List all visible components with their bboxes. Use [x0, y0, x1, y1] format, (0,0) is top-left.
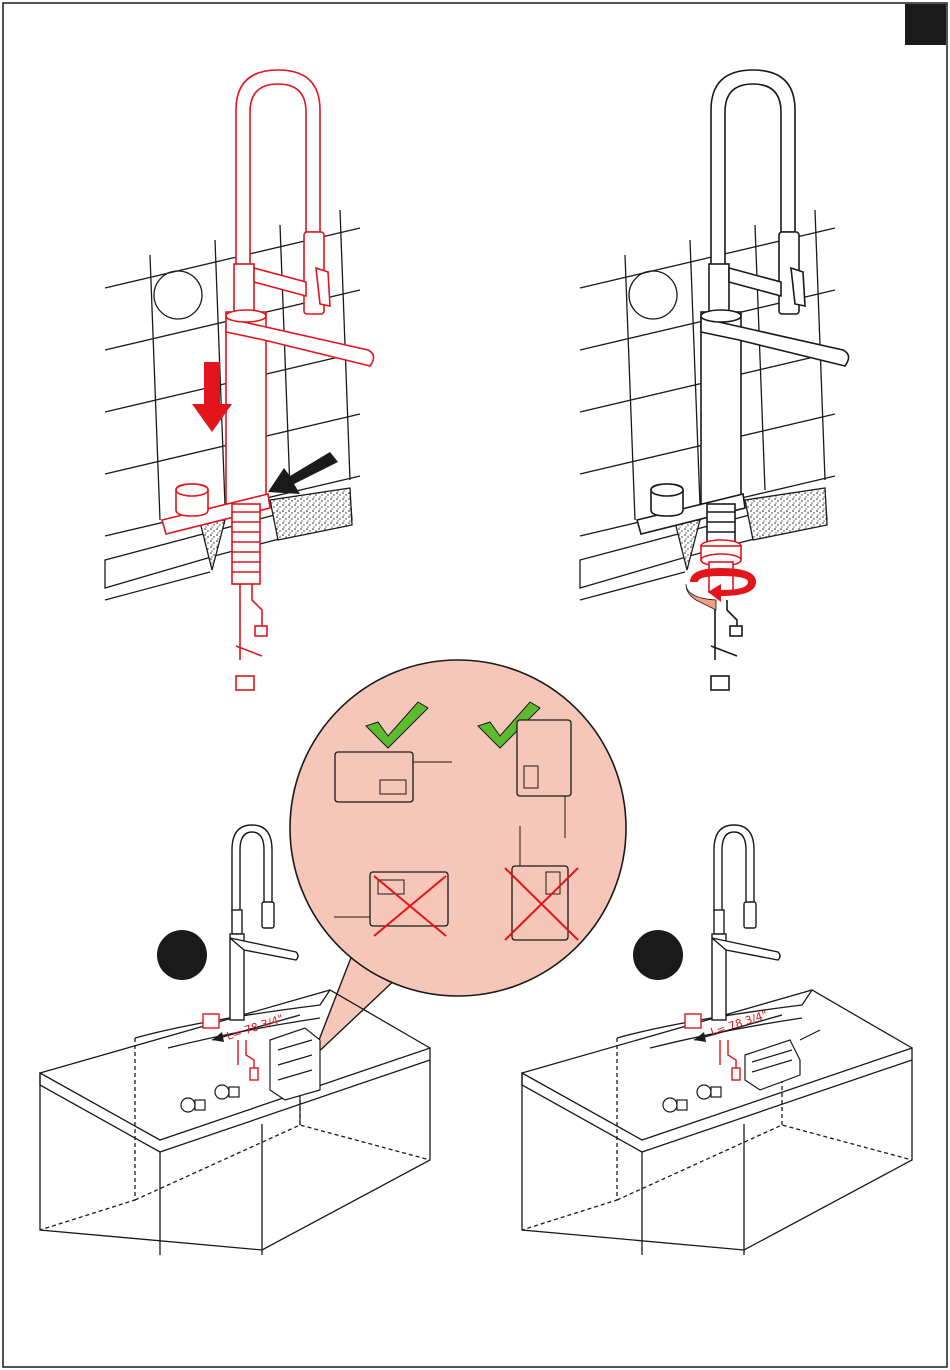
shutoff-valves [663, 1085, 721, 1112]
wall-outlet [154, 271, 202, 319]
control-box [517, 720, 571, 796]
panel-step-insert-faucet [105, 70, 374, 690]
faucet-highlighted [162, 70, 374, 690]
shutoff-valves [181, 1085, 239, 1112]
control-box-installed [745, 1030, 820, 1090]
callout-circle [290, 660, 626, 996]
orientation-callout [290, 660, 626, 1058]
wall-outlet [629, 271, 677, 319]
faucet [637, 70, 849, 690]
insert-arrow-icon [268, 452, 338, 494]
panel-step-tighten-nut [580, 70, 849, 690]
page-corner-tab [905, 4, 946, 45]
step-marker [633, 930, 683, 980]
faucet-small [712, 825, 780, 1020]
rotate-arrow-icon [686, 568, 756, 610]
faucet-small [230, 825, 298, 1020]
step-marker [157, 930, 207, 980]
